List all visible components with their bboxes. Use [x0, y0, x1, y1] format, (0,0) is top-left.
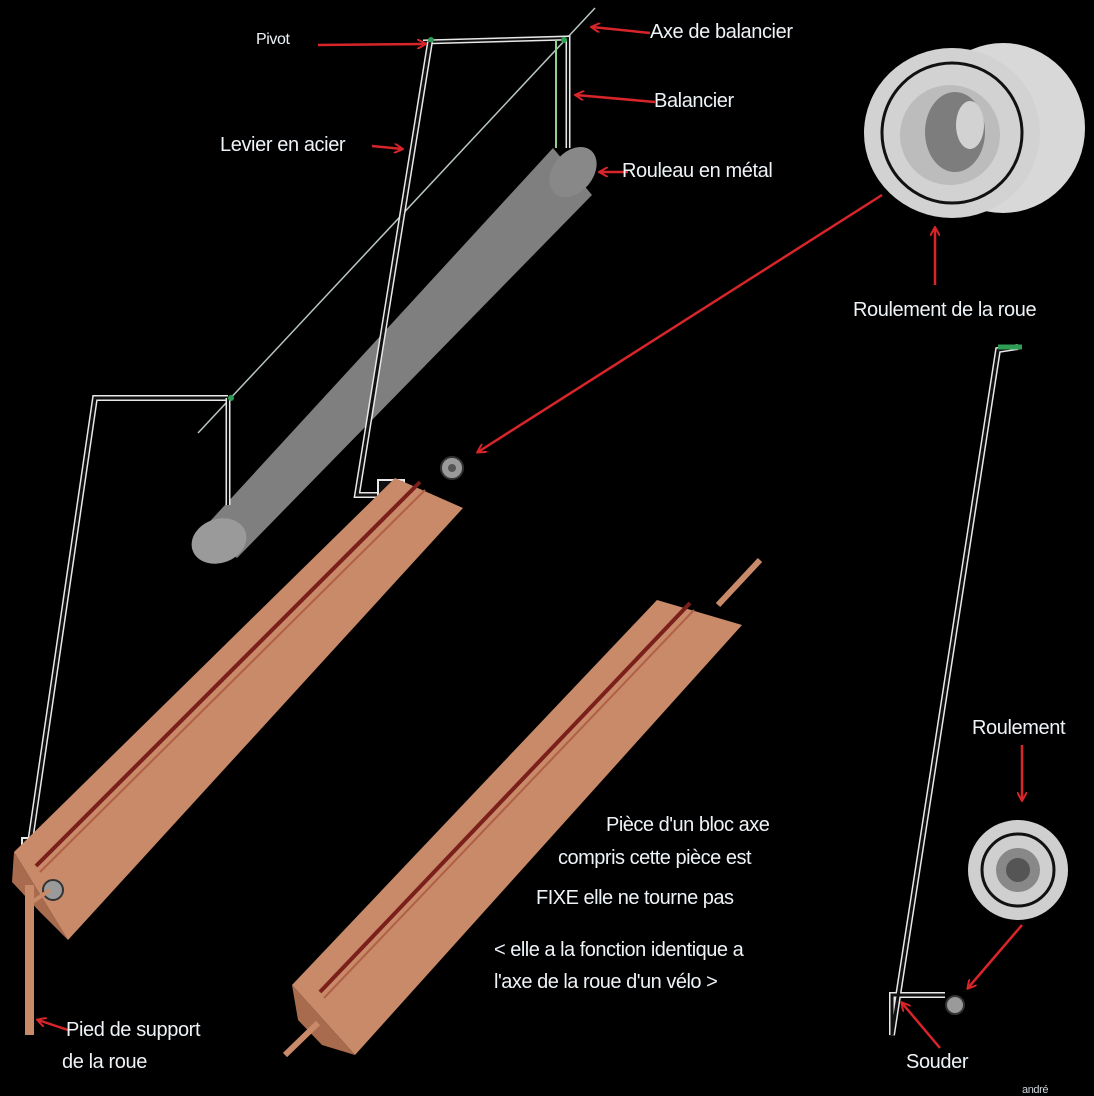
note-line-1: Pièce d'un bloc axe	[606, 814, 770, 836]
arrow-pivot	[317, 44, 425, 45]
label-pivot: Pivot	[256, 31, 290, 48]
wheel-bearing-large	[864, 43, 1085, 218]
arrow-balancier	[576, 95, 656, 104]
balancier-axis-line	[197, 7, 596, 434]
wooden-block-2	[282, 557, 763, 1058]
label-roulement-roue: Roulement de la roue	[853, 299, 1037, 321]
label-pied-line2: de la roue	[62, 1051, 147, 1073]
metal-roller	[191, 146, 597, 564]
label-roulement: Roulement	[972, 717, 1066, 739]
arrow-axe-balancier	[592, 27, 651, 35]
note-line-3: FIXE elle ne tourne pas	[536, 887, 734, 909]
arrow-levier	[371, 146, 402, 149]
label-pied-line1: Pied de support	[66, 1019, 201, 1041]
note-line-4: < elle a la fonction identique a	[494, 939, 744, 961]
label-levier: Levier en acier	[220, 134, 346, 156]
note-line-5: l'axe de la roue d'un vélo >	[494, 971, 718, 993]
wooden-block-1	[12, 456, 464, 940]
arrow-souder	[902, 1003, 941, 1049]
label-rouleau: Rouleau en métal	[622, 160, 773, 182]
arrow-bearing-to-frame	[968, 924, 1023, 988]
bearing-small	[968, 820, 1068, 920]
annotation-arrows	[38, 27, 1023, 1049]
right-wire-frame	[889, 344, 1022, 1036]
balancier-frame	[422, 35, 571, 148]
support-foot	[25, 885, 34, 1035]
signature: andré	[1022, 1084, 1049, 1096]
steel-lever	[353, 41, 433, 498]
label-souder: Souder	[906, 1051, 969, 1073]
arrow-bearing-to-block	[478, 193, 883, 452]
label-axe-balancier: Axe de balancier	[650, 21, 793, 43]
note-line-2: compris cette pièce est	[558, 847, 752, 869]
arrow-pied	[38, 1020, 69, 1032]
label-balancier: Balancier	[654, 90, 734, 112]
